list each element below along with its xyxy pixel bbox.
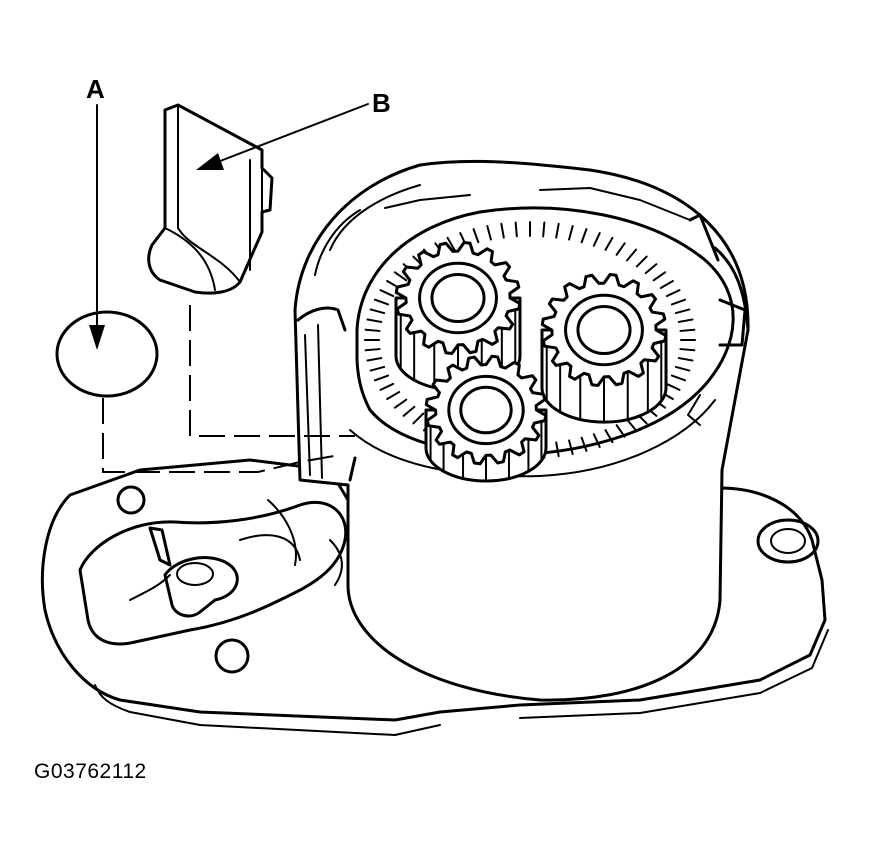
- ring-tooth: [592, 433, 601, 448]
- gear-hub: [418, 261, 498, 335]
- ring-tooth: [592, 232, 601, 247]
- ring-tooth: [674, 308, 691, 315]
- ring-tooth: [555, 222, 560, 239]
- ring-tooth: [679, 328, 696, 332]
- ring-tooth: [366, 357, 383, 362]
- ring-tooth: [635, 255, 648, 268]
- ring-tooth: [604, 429, 614, 444]
- washer-a: [55, 310, 159, 398]
- ring-tooth: [373, 298, 390, 306]
- gear-hub: [447, 374, 525, 446]
- callout-label-b: B: [372, 88, 391, 118]
- ring-tooth: [486, 225, 492, 241]
- ring-tooth: [626, 248, 638, 262]
- cam-lever: [78, 499, 348, 646]
- ring-tooth: [677, 318, 694, 323]
- ring-tooth: [677, 357, 694, 362]
- ring-tooth: [568, 225, 574, 241]
- ring-tooth: [366, 318, 383, 323]
- ring-tooth: [670, 298, 687, 306]
- clip-b: [147, 103, 274, 295]
- gear-face: [394, 240, 522, 356]
- ring-tooth: [604, 236, 614, 251]
- ring-tooth: [615, 242, 626, 256]
- ring-tooth: [615, 424, 626, 438]
- ring-tooth: [580, 436, 588, 452]
- gear-hub: [564, 293, 644, 367]
- figure-id: G03762112: [34, 760, 147, 783]
- gear-bore: [430, 272, 486, 324]
- ring-tooth: [568, 439, 574, 455]
- gear-face: [540, 272, 668, 388]
- ring-tooth: [379, 289, 395, 298]
- ring-tooth: [393, 398, 408, 409]
- ring-tooth: [670, 374, 687, 382]
- assembly-leaders: [102, 305, 355, 473]
- ring-tooth: [386, 391, 401, 400]
- ring-tooth: [446, 236, 456, 251]
- ring-tooth: [500, 222, 505, 239]
- ring-tooth: [542, 221, 546, 238]
- gear-bore: [459, 385, 513, 435]
- ring-tooth: [364, 348, 381, 352]
- ring-tooth: [644, 263, 658, 275]
- ring-tooth: [674, 365, 691, 372]
- ring-tooth: [472, 228, 480, 244]
- ring-tooth: [665, 382, 681, 391]
- planet-gear-right: [540, 272, 668, 424]
- ring-tooth: [402, 405, 416, 417]
- ring-tooth: [659, 280, 674, 289]
- ring-tooth: [555, 441, 560, 458]
- ring-tooth: [679, 348, 696, 352]
- gear-face: [424, 354, 548, 466]
- planet-gear-bottom: [424, 354, 548, 483]
- callout-arrow-a: [89, 104, 105, 350]
- gear-bore: [576, 304, 632, 356]
- ring-tooth: [393, 271, 408, 282]
- ring-tooth: [369, 365, 386, 372]
- ring-tooth: [412, 412, 425, 425]
- ring-tooth: [580, 228, 588, 244]
- callout-label-a: A: [86, 74, 105, 104]
- ring-tooth: [514, 221, 518, 238]
- callout-arrow-b: [196, 103, 369, 170]
- ring-tooth: [369, 308, 386, 315]
- ring-tooth: [379, 382, 395, 391]
- ring-tooth: [373, 374, 390, 382]
- ring-tooth: [665, 289, 681, 298]
- ring-tooth: [364, 328, 381, 332]
- ring-tooth: [652, 271, 667, 282]
- ring-tooth: [626, 418, 638, 432]
